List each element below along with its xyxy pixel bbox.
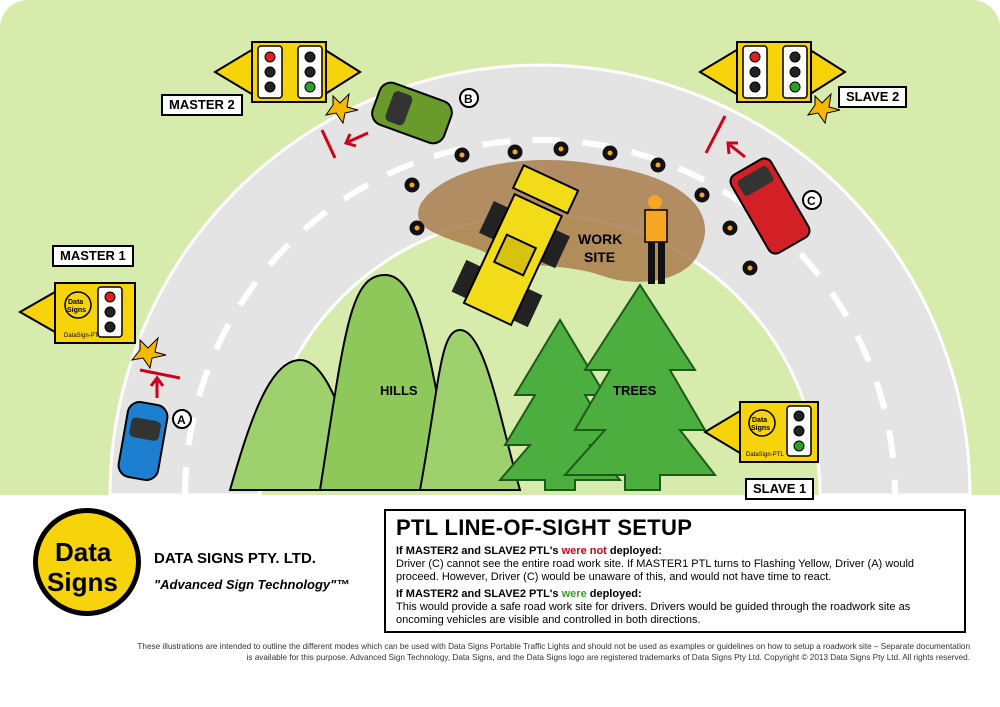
info-title: PTL LINE-OF-SIGHT SETUP	[396, 515, 693, 540]
svg-text:Data: Data	[55, 537, 112, 567]
svg-text:Signs: Signs	[67, 307, 86, 314]
hills-label: HILLS	[380, 383, 418, 398]
flash-icon	[324, 92, 359, 125]
driver-b-label: B	[464, 92, 473, 106]
info-panel: PTL LINE-OF-SIGHT SETUP If MASTER2 and S…	[384, 509, 966, 633]
company-name: DATA SIGNS PTY. LTD.	[154, 550, 316, 567]
arrow-a-icon	[149, 375, 165, 398]
hills: HILLS	[228, 273, 522, 491]
company-slogan: "Advanced Sign Technology"™	[154, 577, 350, 592]
arrow-c-icon	[726, 141, 746, 159]
slave1-ptl-icon: Data Signs DataSign-PTL	[703, 401, 819, 463]
svg-text:Data: Data	[752, 417, 767, 424]
car-b-icon	[371, 81, 453, 145]
data-signs-logo: Data Signs	[33, 508, 141, 616]
svg-text:DataSign-PTL: DataSign-PTL	[746, 452, 784, 458]
master1-ptl-icon: Data Signs DataSign-PTL	[17, 282, 136, 344]
front-loader-icon	[451, 163, 580, 328]
flash-icon	[806, 92, 841, 125]
master1-label: MASTER 1	[52, 245, 134, 267]
svg-text:Data: Data	[68, 299, 83, 306]
driver-c-badge	[802, 190, 822, 210]
slave2-label: SLAVE 2	[838, 86, 908, 108]
case1-text: Driver (C) cannot see the entire road wo…	[396, 558, 915, 583]
road-cones	[404, 141, 758, 276]
driver-b-badge	[459, 88, 479, 108]
car-a-icon	[117, 401, 169, 481]
svg-text:Signs: Signs	[47, 567, 118, 597]
svg-text:DataSign-PTL: DataSign-PTL	[64, 333, 102, 339]
driver-a-badge	[172, 409, 192, 429]
case2-text: This would provide a safe road work site…	[396, 601, 911, 626]
master2-ptl-icon	[213, 41, 362, 103]
svg-text:Signs: Signs	[751, 425, 770, 432]
car-c-icon	[729, 157, 811, 255]
trees: TREES	[497, 283, 718, 491]
master2-label: MASTER 2	[161, 94, 243, 116]
case2-heading: If MASTER2 and SLAVE2 PTL's were deploye…	[396, 588, 642, 600]
slave2-ptl-icon	[698, 41, 847, 103]
flash-icon	[130, 336, 167, 370]
arrow-b-icon	[343, 131, 369, 148]
driver-c-label: C	[807, 194, 816, 208]
work-site-label-2: SITE	[584, 249, 615, 265]
footer-disclaimer: These illustrations are intended to outl…	[137, 642, 970, 662]
trees-label: TREES	[613, 383, 657, 398]
road-centre-line	[182, 137, 898, 496]
case1-heading: If MASTER2 and SLAVE2 PTL's were not dep…	[396, 545, 662, 557]
slave1-label: SLAVE 1	[745, 478, 815, 500]
work-site-label-1: WORK	[578, 231, 622, 247]
worker-icon	[644, 195, 668, 284]
driver-a-label: A	[177, 413, 186, 427]
